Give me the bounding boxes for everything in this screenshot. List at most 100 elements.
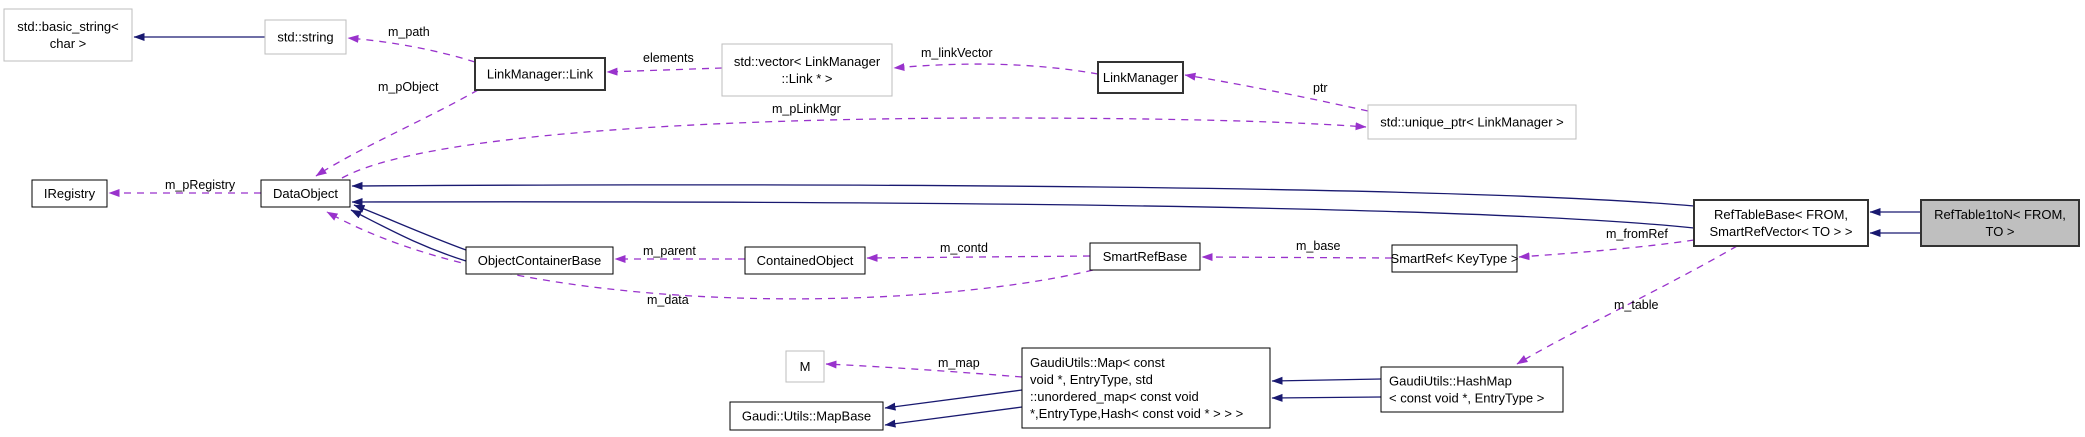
node-box-gaudiutils-hashmap bbox=[1380, 366, 1564, 413]
node-std-basic-string[interactable]: std::basic_string< char > bbox=[3, 8, 133, 62]
edge-linkmanager-to-vector bbox=[893, 63, 1099, 75]
edge-label-m_map: m_map bbox=[938, 356, 980, 370]
node-gaudiutils-hashmap[interactable]: GaudiUtils::HashMap< const void *, Entry… bbox=[1380, 366, 1564, 413]
edge-map-to-mapbase-1 bbox=[884, 389, 1023, 411]
node-box-dataobject bbox=[260, 179, 351, 208]
edge-map-to-m bbox=[825, 360, 1023, 378]
node-linkmanager-link[interactable]: LinkManager::Link bbox=[474, 57, 606, 91]
node-smartrefbase[interactable]: SmartRefBase bbox=[1089, 242, 1201, 271]
node-std-string[interactable]: std::string bbox=[264, 19, 347, 55]
node-label-linkmanager-line0: LinkManager bbox=[1103, 70, 1179, 85]
node-box-std-basic-string bbox=[3, 8, 133, 62]
node-std-unique-ptr-linkmanager[interactable]: std::unique_ptr< LinkManager > bbox=[1367, 104, 1577, 140]
edge-smartrefbase-to-dataobject bbox=[326, 211, 1094, 300]
node-label-gaudiutils-map-line1: void *, EntryType, std bbox=[1030, 372, 1153, 387]
node-box-containedobject bbox=[744, 246, 866, 275]
node-gaudi-utils-mapbase[interactable]: Gaudi::Utils::MapBase bbox=[729, 401, 884, 431]
edge-dataobject-to-uniqueptr bbox=[341, 117, 1367, 179]
node-label-std-vector-linkmanager-link-line0: std::vector< LinkManager bbox=[734, 54, 881, 69]
edge-label-elements: elements bbox=[643, 51, 694, 65]
node-label-gaudi-utils-mapbase-line0: Gaudi::Utils::MapBase bbox=[742, 409, 871, 424]
node-box-std-string bbox=[264, 19, 347, 55]
node-m[interactable]: M bbox=[785, 350, 825, 383]
node-box-gaudiutils-map bbox=[1021, 347, 1271, 429]
edge-label-m_pLinkMgr: m_pLinkMgr bbox=[772, 102, 841, 116]
node-label-m-line0: M bbox=[800, 359, 811, 374]
node-label-iregistry-line0: IRegistry bbox=[44, 186, 96, 201]
edge-objectcontainerbase-to-dataobject-2 bbox=[350, 209, 467, 262]
node-linkmanager[interactable]: LinkManager bbox=[1097, 61, 1184, 94]
edge-uniqueptr-to-linkmanager bbox=[1184, 72, 1369, 112]
edge-reftablebase-to-hashmap bbox=[1516, 245, 1738, 365]
node-reftable1ton: RefTable1toN< FROM, TO > bbox=[1920, 199, 2080, 247]
node-containedobject[interactable]: ContainedObject bbox=[744, 246, 866, 275]
edge-label-m_parent: m_parent bbox=[643, 244, 696, 258]
node-label-reftablebase-line0: RefTableBase< FROM, bbox=[1714, 207, 1848, 222]
edge-label-m_contd: m_contd bbox=[940, 241, 988, 255]
node-label-std-vector-linkmanager-link-line1: ::Link * > bbox=[782, 71, 833, 86]
edge-hashmap-to-map-2 bbox=[1271, 393, 1382, 402]
edge-link-to-dataobject bbox=[315, 89, 479, 177]
node-label-smartrefbase-line0: SmartRefBase bbox=[1103, 249, 1188, 264]
edge-label-m_fromRef: m_fromRef bbox=[1606, 227, 1668, 241]
edge-objectcontainerbase-to-dataobject-1 bbox=[353, 204, 467, 251]
node-box-iregistry bbox=[31, 179, 108, 208]
node-box-objectcontainerbase bbox=[465, 246, 614, 275]
edge-label-m_linkVector: m_linkVector bbox=[921, 46, 993, 60]
node-smartref-keytype[interactable]: SmartRef< KeyType > bbox=[1391, 244, 1519, 273]
node-label-gaudiutils-hashmap-line0: GaudiUtils::HashMap bbox=[1389, 374, 1512, 389]
node-label-std-string-line0: std::string bbox=[277, 30, 333, 45]
node-box-linkmanager bbox=[1097, 61, 1184, 94]
node-gaudiutils-map[interactable]: GaudiUtils::Map< const void *, EntryType… bbox=[1021, 347, 1271, 429]
edge-label-m_data: m_data bbox=[647, 293, 689, 307]
edge-label-m_pRegistry: m_pRegistry bbox=[165, 178, 236, 192]
node-box-linkmanager-link bbox=[474, 57, 606, 91]
node-iregistry[interactable]: IRegistry bbox=[31, 179, 108, 208]
node-label-gaudiutils-map-line2: ::unordered_map< const void bbox=[1030, 389, 1199, 404]
node-box-smartref-keytype bbox=[1391, 244, 1518, 273]
node-label-dataobject-line0: DataObject bbox=[273, 186, 338, 201]
node-box-reftable1ton bbox=[1920, 199, 2080, 247]
edge-vector-to-link bbox=[606, 67, 723, 76]
node-box-std-vector-linkmanager-link bbox=[721, 43, 893, 97]
edge-map-to-mapbase-2 bbox=[884, 406, 1023, 428]
node-reftablebase[interactable]: RefTableBase< FROM, SmartRefVector< TO >… bbox=[1693, 199, 1869, 247]
node-box-std-unique-ptr-linkmanager bbox=[1367, 104, 1577, 140]
node-label-containedobject-line0: ContainedObject bbox=[757, 253, 854, 268]
node-label-smartref-keytype-line0: SmartRef< KeyType > bbox=[1391, 251, 1519, 266]
node-box-reftablebase bbox=[1693, 199, 1869, 247]
node-label-reftable1ton-line1: TO > bbox=[1985, 224, 2014, 239]
edge-link-to-string bbox=[347, 34, 476, 63]
edge-reftablebase-to-dataobject-1 bbox=[351, 181, 1695, 207]
node-label-reftable1ton-line0: RefTable1toN< FROM, bbox=[1934, 207, 2066, 222]
node-label-std-unique-ptr-linkmanager-line0: std::unique_ptr< LinkManager > bbox=[1380, 115, 1564, 130]
node-std-vector-linkmanager-link[interactable]: std::vector< LinkManager::Link * > bbox=[721, 43, 893, 97]
node-label-gaudiutils-map-line3: *,EntryType,Hash< const void * > > > bbox=[1030, 406, 1243, 421]
node-box-m bbox=[785, 350, 825, 383]
node-box-smartrefbase bbox=[1089, 242, 1201, 271]
edge-label-m_pObject: m_pObject bbox=[378, 80, 439, 94]
edge-reftablebase-to-smartref bbox=[1518, 239, 1695, 261]
edge-smartrefbase-to-containedobject bbox=[866, 253, 1091, 262]
node-label-linkmanager-link-line0: LinkManager::Link bbox=[487, 67, 594, 82]
edge-label-m_base: m_base bbox=[1296, 239, 1341, 253]
node-objectcontainerbase[interactable]: ObjectContainerBase bbox=[465, 246, 614, 275]
edge-smartref-to-smartrefbase bbox=[1201, 253, 1393, 262]
nodes-layer: std::basic_string< char > std::stringLink… bbox=[3, 8, 2080, 431]
node-label-gaudiutils-hashmap-line1: < const void *, EntryType > bbox=[1389, 391, 1544, 406]
edges-layer bbox=[108, 33, 1921, 428]
node-label-objectcontainerbase-line0: ObjectContainerBase bbox=[478, 253, 602, 268]
edge-label-m_path: m_path bbox=[388, 25, 430, 39]
node-label-reftablebase-line1: SmartRefVector< TO > > bbox=[1710, 224, 1853, 239]
node-dataobject[interactable]: DataObject bbox=[260, 179, 351, 208]
edge-label-m_table: m_table bbox=[1614, 298, 1659, 312]
node-label-std-basic-string-line0: std::basic_string< bbox=[17, 19, 119, 34]
node-label-gaudiutils-map-line0: GaudiUtils::Map< const bbox=[1030, 355, 1165, 370]
node-label-std-basic-string-line1: char > bbox=[50, 36, 87, 51]
edge-label-ptr: ptr bbox=[1313, 81, 1328, 95]
edge-reftablebase-to-dataobject-2 bbox=[351, 197, 1695, 229]
node-box-gaudi-utils-mapbase bbox=[729, 401, 884, 431]
